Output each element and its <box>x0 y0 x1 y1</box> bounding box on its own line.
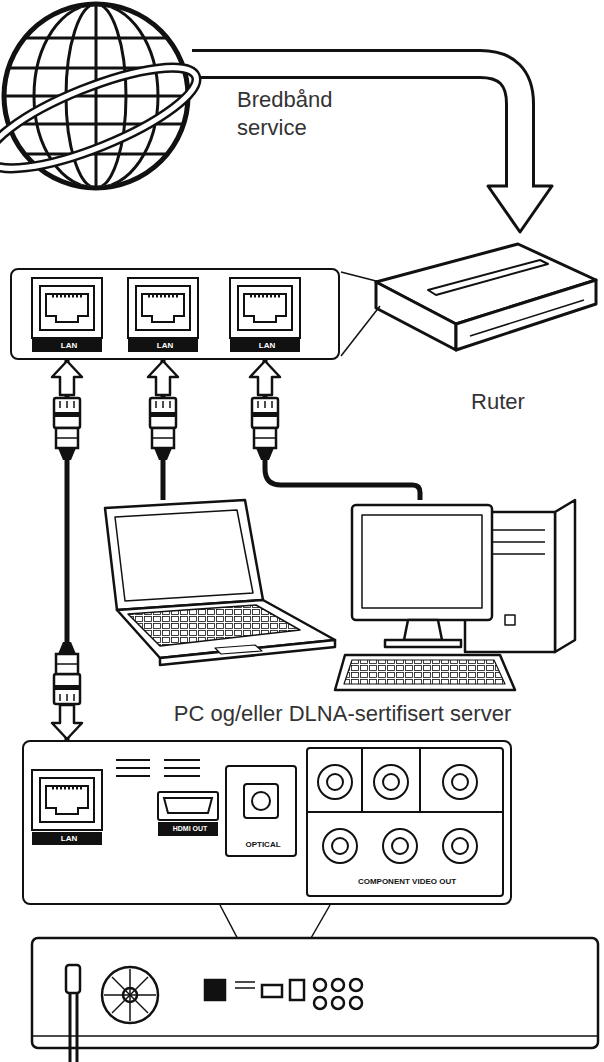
globe <box>0 0 207 192</box>
leader-line <box>341 272 380 356</box>
network-cable <box>250 360 420 500</box>
desktop-pc <box>335 500 575 690</box>
router <box>376 244 596 350</box>
caption-label: Bredbånd service <box>237 86 357 141</box>
caption-label: PC og/eller DLNA-sertifisert server <box>95 700 590 728</box>
player-body <box>32 938 598 1062</box>
port-label: COMPONENT VIDEO OUT <box>309 877 505 887</box>
router-node: Ruter <box>368 232 600 417</box>
network-cable <box>52 360 82 740</box>
broadband-arrow <box>192 64 552 232</box>
port-label: LAN <box>34 834 104 844</box>
computer-group: PC og/eller DLNA-sertifisert server <box>95 500 590 730</box>
globe-node: Bredbånd service <box>0 0 192 192</box>
port-label: HDMI OUT <box>160 825 220 834</box>
player-panel: LAN HDMI OUT OPTICAL COMPONENT VIDEO OUT <box>22 740 512 905</box>
caption-label: Ruter <box>438 388 558 416</box>
port-panel: LAN LAN LAN <box>10 268 340 360</box>
port-label: LAN <box>232 341 302 351</box>
laptop <box>105 500 335 665</box>
port-label: LAN <box>130 341 200 351</box>
port-label: LAN <box>34 341 104 351</box>
network-cable <box>148 360 178 500</box>
lan-port <box>32 278 300 352</box>
port-label: OPTICAL <box>228 840 298 850</box>
player-panel-art <box>32 748 503 896</box>
